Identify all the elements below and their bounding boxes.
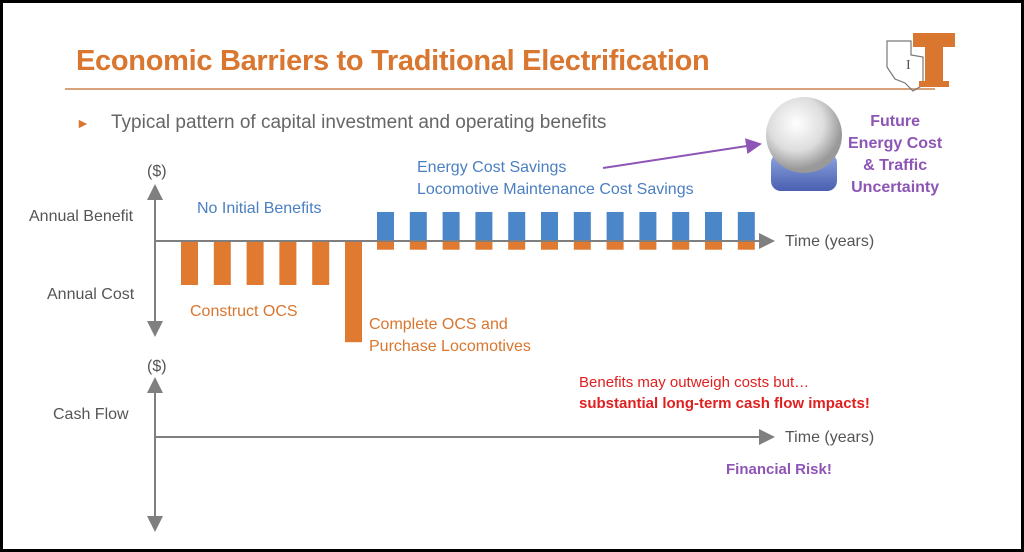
operating-cost-bar	[672, 241, 690, 250]
logo-icon: I	[766, 33, 955, 191]
operating-benefit-bar	[377, 211, 394, 241]
bullet-text: Typical pattern of capital investment an…	[111, 112, 607, 133]
annual-benefit-label: Annual Benefit	[29, 208, 134, 225]
bottom-time-label: Time (years)	[785, 429, 875, 446]
construction-cost-bar	[312, 241, 330, 285]
maintenance-savings-label: Locomotive Maintenance Cost Savings	[417, 181, 694, 198]
bullet-arrow-icon: ►	[76, 115, 90, 131]
operating-cost-bar	[475, 241, 493, 250]
construction-cost-bar	[213, 241, 231, 285]
operating-benefit-bar	[541, 211, 558, 241]
construction-cost-bar	[181, 241, 198, 285]
construction-cost-bar	[246, 241, 264, 285]
crystal-ball-icon	[766, 97, 842, 191]
cash-flow-diagram	[147, 138, 775, 532]
top-y-unit: ($)	[147, 163, 167, 180]
top-time-label: Time (years)	[785, 233, 875, 250]
bottom-y-unit: ($)	[147, 358, 167, 375]
operating-cost-bar	[541, 241, 558, 250]
operating-benefit-bar	[672, 211, 690, 241]
operating-benefit-bar	[705, 211, 722, 241]
purchase-locomotives-label: Purchase Locomotives	[369, 338, 531, 355]
operating-benefit-bar	[442, 211, 460, 241]
uncertainty-arrow	[602, 138, 762, 169]
operating-cost-bar	[409, 241, 427, 250]
operating-cost-bar	[377, 241, 394, 250]
benefits-note: Benefits may outweigh costs but…	[579, 374, 810, 391]
slide: Economic Barriers to Traditional Electri…	[3, 3, 1021, 549]
operating-benefit-bar	[606, 211, 624, 241]
uncertainty-line: Energy Cost	[848, 135, 943, 152]
cash-flow-impact-note: substantial long-term cash flow impacts!	[579, 395, 870, 412]
construction-cost-bar	[345, 241, 362, 343]
operating-benefit-bar	[573, 211, 591, 241]
operating-benefit-bar	[508, 211, 526, 241]
operating-benefit-bar	[639, 211, 657, 241]
no-initial-benefits-label: No Initial Benefits	[197, 200, 322, 217]
complete-ocs-label: Complete OCS and	[369, 316, 508, 333]
annual-cost-label: Annual Cost	[47, 286, 135, 303]
svg-text:I: I	[906, 58, 911, 73]
operating-cost-bar	[639, 241, 657, 250]
financial-risk-label: Financial Risk!	[726, 461, 832, 478]
uncertainty-line: & Traffic	[863, 157, 928, 174]
energy-savings-label: Energy Cost Savings	[417, 159, 567, 176]
page-title: Economic Barriers to Traditional Electri…	[76, 45, 710, 77]
operating-benefit-bar	[409, 211, 427, 241]
construction-cost-bar	[279, 241, 297, 285]
operating-cost-bar	[573, 241, 591, 250]
cash-flow-label: Cash Flow	[53, 406, 129, 423]
operating-benefit-bar	[737, 211, 755, 241]
uncertainty-label: Future Energy Cost & Traffic Uncertainty	[848, 111, 942, 199]
construct-ocs-label: Construct OCS	[190, 303, 298, 320]
operating-cost-bar	[737, 241, 755, 250]
operating-cost-bar	[442, 241, 460, 250]
operating-cost-bar	[606, 241, 624, 250]
operating-benefit-bar	[475, 211, 493, 241]
uncertainty-line: Future	[870, 113, 921, 130]
uncertainty-line: Uncertainty	[851, 179, 940, 196]
title-divider	[65, 88, 935, 90]
operating-cost-bar	[508, 241, 526, 250]
operating-cost-bar	[705, 241, 722, 250]
